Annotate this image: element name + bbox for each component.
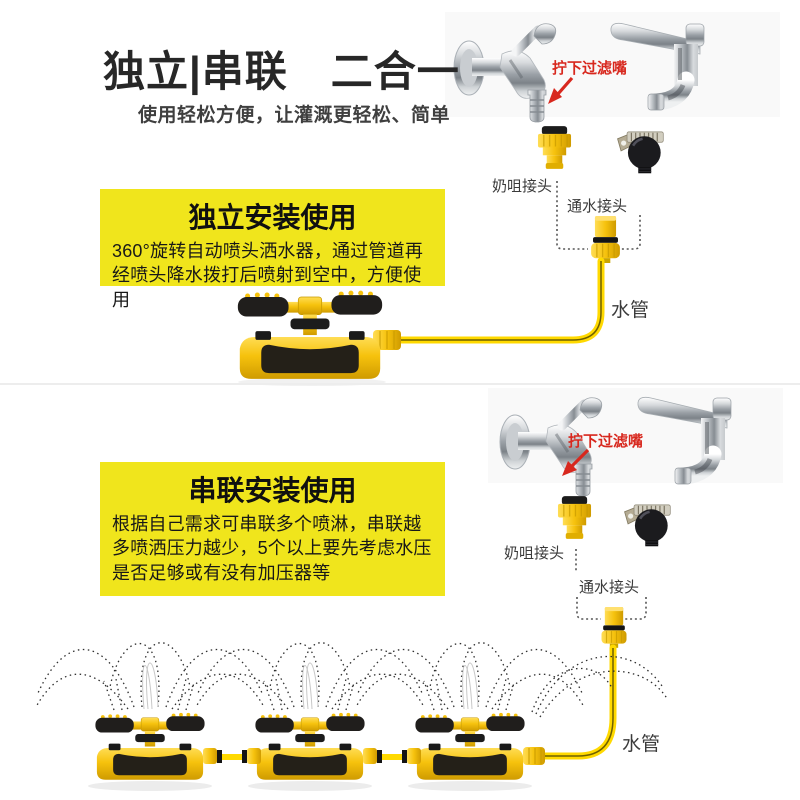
sprinkler-illustration (95, 712, 205, 781)
tap-adapter-illustration (616, 130, 665, 175)
filter-tip-label: 拧下过滤嘴 (552, 60, 628, 77)
nipple-connector-label: 奶咀接头 (492, 178, 553, 195)
sprinkler-shadow (248, 781, 372, 791)
page-subtitle: 使用轻松方便，让灌溉更轻松、简单 (138, 105, 451, 126)
hose-label: 水管 (611, 300, 650, 321)
info-box-title: 独立安装使用 (188, 202, 357, 233)
dotted-guide (556, 181, 641, 250)
page-title: 独立|串联 二合一 (103, 48, 460, 95)
series-install-scene (35, 397, 731, 791)
link-pipe-illustration (203, 748, 261, 764)
sprinkler-illustration (255, 712, 365, 781)
sprinkler-illustration (415, 712, 525, 781)
quick-connector-illustration (600, 606, 628, 649)
red-arrow-icon (548, 76, 574, 104)
sprinkler-shadow (408, 781, 532, 791)
dotted-guide (575, 549, 647, 620)
spray-illustration (531, 655, 669, 718)
nipple-connector-label: 奶咀接头 (504, 545, 565, 562)
hose-illustration (523, 644, 617, 765)
sprinkler-shadow (88, 781, 212, 791)
section-divider (0, 383, 800, 385)
series-info-box: 串联安装使用 根据自己需求可串联多个喷淋，串联越多喷洒压力越少，5个以上要先考虑… (100, 462, 445, 596)
link-pipe-illustration (363, 748, 421, 764)
filter-tip-label: 拧下过滤嘴 (568, 433, 644, 450)
tap-adapter-illustration (623, 503, 672, 548)
independent-info-box: 独立安装使用 360°旋转自动喷头洒水器，通过管道再经喷头降水拨打后喷射到空中，… (100, 189, 445, 310)
water-connector-label: 通水接头 (579, 579, 640, 596)
nipple-connector-illustration (557, 496, 592, 539)
info-box-title: 串联安装使用 (188, 475, 357, 506)
hose-label: 水管 (622, 734, 661, 755)
water-connector-label: 通水接头 (567, 198, 628, 215)
info-box-body: 根据自己需求可串联多个喷淋，串联越多喷洒压力越少，5个以上要先考虑水压是否足够或… (112, 514, 432, 583)
hose-illustration (373, 257, 605, 350)
red-arrow-icon (562, 448, 590, 476)
quick-connector-illustration (590, 215, 621, 263)
info-box-body: 360°旋转自动喷头洒水器，通过管道再经喷头降水拨打后喷射到空中，方便使用 (112, 241, 424, 310)
nipple-connector-illustration (537, 126, 572, 169)
